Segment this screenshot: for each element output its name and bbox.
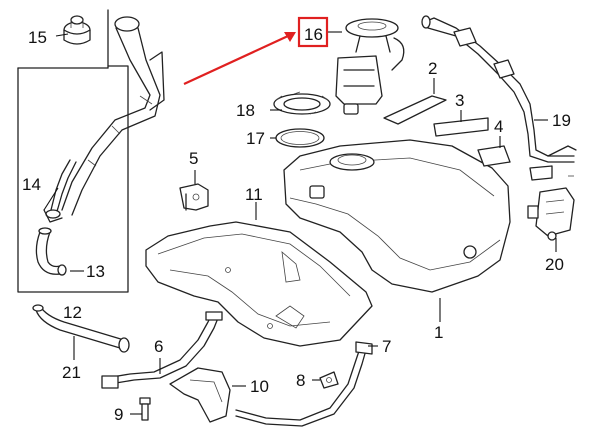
filler-neck-inset-border: [17, 65, 129, 293]
leader-lines: [43, 31, 557, 415]
return-hose: [32, 304, 130, 353]
insulator-pad-3: [433, 117, 489, 137]
tank-bracket-small: [179, 183, 209, 211]
highlight-box: [297, 16, 329, 48]
lock-ring: [273, 91, 331, 115]
fuel-pump-module: [335, 18, 405, 115]
heat-shield-small: [169, 367, 231, 423]
heat-shield: [145, 221, 373, 347]
callout-16: 16: [304, 25, 323, 44]
callout-21: 21: [62, 363, 81, 382]
callout-4: 4: [494, 117, 503, 136]
callout-3: 3: [455, 91, 464, 110]
fuel-cap: [63, 15, 91, 45]
callout-20: 20: [545, 255, 564, 274]
callout-14: 14: [22, 175, 41, 194]
callout-19: 19: [552, 111, 571, 130]
vapor-line-assembly: [421, 15, 577, 181]
fuel-tank: [283, 139, 511, 293]
clip: [319, 371, 339, 389]
callout-1: 1: [434, 323, 443, 342]
callout-10: 10: [250, 377, 269, 396]
pump-seal: [275, 128, 325, 148]
filler-neck-pipe: [61, 16, 165, 216]
callout-7: 7: [382, 337, 391, 356]
callout-17: 17: [246, 129, 265, 148]
callout-8: 8: [296, 371, 305, 390]
evap-canister-valve: [527, 187, 575, 241]
callout-9: 9: [114, 405, 123, 424]
callout-2: 2: [428, 59, 437, 78]
callout-13: 13: [86, 262, 105, 281]
insulator-pad-2: [383, 95, 447, 125]
callout-12: 12: [63, 303, 82, 322]
callout-15: 15: [28, 28, 47, 47]
filler-hose: [35, 227, 67, 276]
callout-6: 6: [154, 337, 163, 356]
callout-5: 5: [189, 149, 198, 168]
insulator-pad-4: [477, 145, 511, 167]
bolt: [139, 397, 151, 421]
tank-strap-rear: [235, 341, 373, 427]
vent-tube: [43, 159, 77, 223]
tank-strap-front: [101, 311, 223, 389]
highlight-arrow: [183, 32, 296, 85]
callout-11: 11: [245, 185, 263, 204]
callout-18: 18: [236, 101, 255, 120]
